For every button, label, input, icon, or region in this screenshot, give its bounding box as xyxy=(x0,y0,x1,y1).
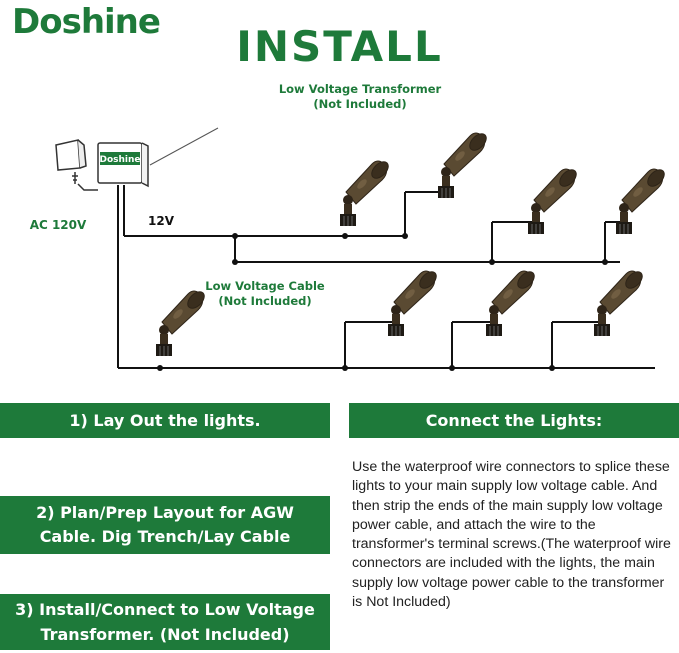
wire-network xyxy=(117,185,655,369)
outlet-plug-icon xyxy=(55,139,87,184)
step-3-line1: 3) Install/Connect to Low Voltage xyxy=(15,600,315,619)
ac-voltage-label: AC 120V xyxy=(29,218,87,232)
transformer-label-line1: Low Voltage Transformer xyxy=(278,82,442,96)
spotlight-3 xyxy=(527,166,580,235)
cable-label-line1: Low Voltage Cable xyxy=(205,279,325,293)
transformer-box xyxy=(97,142,149,188)
connect-heading-banner: Connect the Lights: xyxy=(349,403,679,438)
spotlight-1 xyxy=(339,158,392,227)
spotlight-6 xyxy=(387,268,440,337)
cable-label: Low Voltage Cable (Not Included) xyxy=(190,279,340,309)
connect-heading: Connect the Lights: xyxy=(425,411,603,430)
step-1-text: 1) Lay Out the lights. xyxy=(69,411,261,430)
spotlight-4 xyxy=(615,166,668,235)
transformer-box-label: Doshine xyxy=(99,155,140,165)
transformer-label-line2: (Not Included) xyxy=(313,97,407,111)
dc-voltage-label: 12V xyxy=(148,214,174,228)
transformer-label: Low Voltage Transformer (Not Included) xyxy=(270,82,450,112)
spotlight-7 xyxy=(485,268,538,337)
spotlight-8 xyxy=(593,268,646,337)
wiring-diagram: Doshine xyxy=(55,127,668,371)
step-2-line1: 2) Plan/Prep Layout for AGW xyxy=(36,503,294,522)
step-2-banner: 2) Plan/Prep Layout for AGW Cable. Dig T… xyxy=(0,496,330,554)
step-2-line2: Cable. Dig Trench/Lay Cable xyxy=(39,527,291,546)
page-title: INSTALL xyxy=(236,22,443,71)
step-3-banner: 3) Install/Connect to Low Voltage Transf… xyxy=(0,594,330,650)
brand-logo: Doshine xyxy=(12,2,161,42)
spotlight-2 xyxy=(437,130,490,199)
connect-description: Use the waterproof wire connectors to sp… xyxy=(352,459,671,611)
step-1-banner: 1) Lay Out the lights. xyxy=(0,403,330,438)
cable-label-line2: (Not Included) xyxy=(218,294,312,308)
step-3-line2: Transformer. (Not Included) xyxy=(40,625,290,644)
